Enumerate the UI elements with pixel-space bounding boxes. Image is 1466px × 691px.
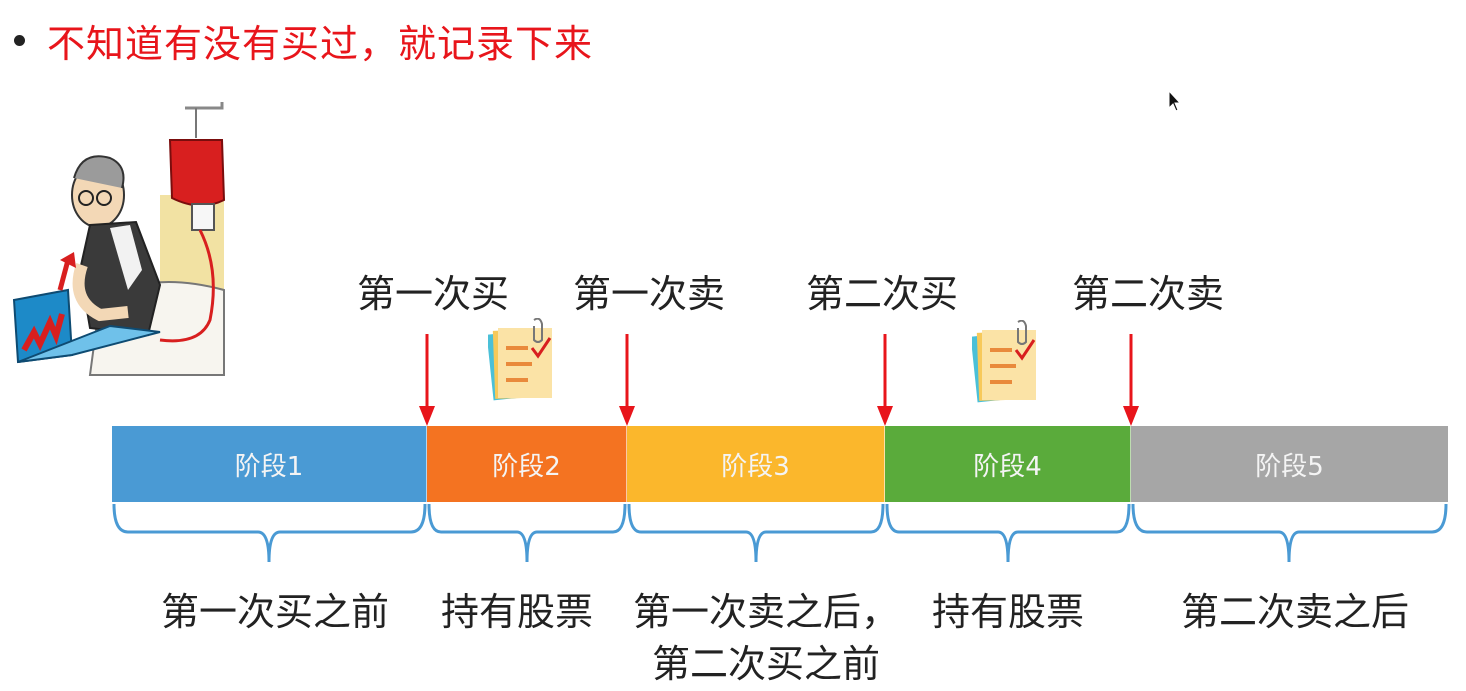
stage-2-label: 阶段2 [492, 446, 561, 483]
stage-1-label: 阶段1 [235, 446, 304, 483]
man-at-laptop-with-iv-bag-illustration [10, 100, 230, 380]
down-arrow-icon [617, 334, 637, 426]
bullet-point: 不知道有没有买过，就记录下来 [14, 10, 593, 70]
stage-2-bar: 阶段2 [427, 426, 627, 502]
bullet-text: 不知道有没有买过，就记录下来 [47, 13, 593, 68]
stage-1-bar: 阶段1 [112, 426, 427, 502]
down-arrow-icon [875, 334, 895, 426]
period-label-between-line1: 第一次卖之后， [633, 586, 899, 638]
stage-3-label: 阶段3 [721, 446, 790, 483]
event-label-first-buy: 第一次买 [357, 268, 509, 320]
bullet-dot [14, 35, 25, 46]
down-arrow-icon [417, 334, 437, 426]
period-label-before-first-buy: 第一次买之前 [161, 586, 389, 638]
period-label-holding-2: 持有股票 [932, 586, 1084, 638]
period-label-between-line2: 第二次买之前 [652, 638, 880, 690]
stage-4-bar: 阶段4 [885, 426, 1131, 502]
event-label-second-sell: 第二次卖 [1072, 268, 1224, 320]
stage-1-brace [112, 502, 427, 564]
stage-4-label: 阶段4 [973, 446, 1042, 483]
down-arrow-icon [1121, 334, 1141, 426]
stage-3-brace [627, 502, 885, 564]
period-label-holding-1: 持有股票 [441, 586, 593, 638]
checklist-note-icon [488, 318, 560, 408]
period-label-after-second-sell: 第二次卖之后 [1181, 586, 1409, 638]
stage-2-brace [427, 502, 627, 564]
checklist-note-icon [972, 320, 1044, 410]
mouse-pointer-icon [1168, 90, 1184, 114]
event-label-first-sell: 第一次卖 [573, 268, 725, 320]
stage-3-bar: 阶段3 [627, 426, 885, 502]
stage-5-brace [1131, 502, 1448, 564]
event-label-second-buy: 第二次买 [806, 268, 958, 320]
stage-4-brace [885, 502, 1131, 564]
stage-5-label: 阶段5 [1255, 446, 1324, 483]
stage-5-bar: 阶段5 [1131, 426, 1448, 502]
